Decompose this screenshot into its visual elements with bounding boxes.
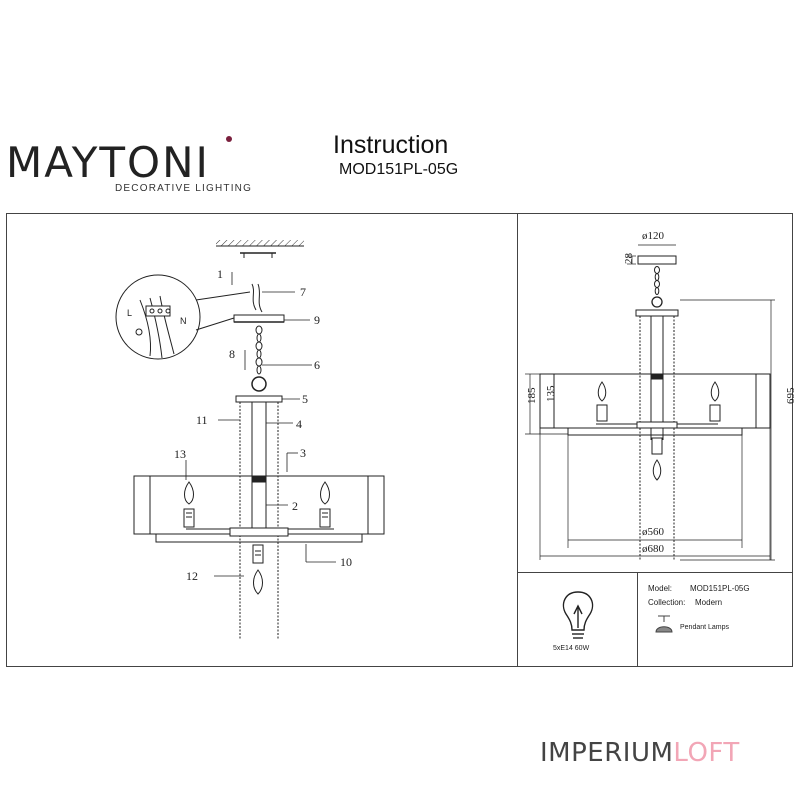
wire-path — [251, 283, 263, 313]
wiring-label-live: L — [127, 308, 132, 318]
shade-outer — [133, 475, 385, 535]
bulb-spec: 5xE14 60W — [553, 645, 590, 652]
dim-chain — [654, 266, 660, 295]
callout-13: 13 — [174, 447, 186, 461]
info-divider-vertical — [637, 572, 638, 667]
ceiling-hatch — [216, 240, 304, 246]
watermark: IMPERIUMLOFT — [540, 738, 740, 768]
frame-divider-vertical — [517, 213, 518, 667]
brand-wordmark: MAYTONI — [6, 138, 210, 187]
detail-leader-top — [195, 291, 251, 301]
dim-inner-diameter: ø560 — [642, 526, 665, 538]
canopy — [233, 314, 285, 323]
dim-total-height: 695 — [785, 387, 797, 404]
callout-leaders — [185, 272, 336, 577]
detail-wires — [139, 295, 175, 359]
bulb-right — [319, 481, 331, 528]
frame-divider-horizontal — [517, 572, 793, 573]
assembly-drawing — [115, 240, 385, 640]
drawing-frame — [6, 213, 793, 667]
callout-4: 4 — [296, 417, 302, 431]
center-coupler — [252, 475, 266, 483]
wiring-detail-circle — [115, 274, 201, 360]
bulb-bottom — [252, 544, 264, 595]
dimension-lines — [525, 244, 775, 561]
info-collection-value: Modern — [695, 598, 723, 607]
pendant-lamp-icon — [655, 615, 673, 633]
callout-2: 2 — [292, 499, 298, 513]
info-model-label: Model: — [648, 584, 673, 593]
lightbulb-icon — [562, 591, 594, 639]
brand-accent-dot — [226, 136, 232, 142]
arm-hub — [229, 527, 289, 537]
callout-10: 10 — [340, 555, 352, 569]
callout-3: 3 — [300, 446, 306, 460]
dim-shade-height: 185 — [526, 387, 538, 404]
callout-12: 12 — [186, 569, 198, 583]
bulb-left — [183, 481, 195, 528]
info-model-value: MOD151PL-05G — [690, 584, 750, 593]
dim-canopy — [637, 255, 677, 265]
detail-leader-bottom — [195, 317, 235, 331]
callout-5: 5 — [302, 392, 308, 406]
callout-1: 1 — [217, 267, 223, 281]
info-collection-label: Collection: — [648, 598, 686, 607]
callout-8: 8 — [229, 347, 235, 361]
hanging-ring — [251, 376, 267, 392]
callout-11: 11 — [196, 413, 208, 427]
ground-icon — [135, 328, 143, 336]
dimension-drawing — [525, 244, 775, 561]
top-plate — [235, 395, 283, 403]
chain — [255, 325, 263, 375]
dim-canopy-height: 28 — [623, 253, 635, 265]
brand-tagline: DECORATIVE LIGHTING — [115, 183, 253, 194]
model-code: MOD151PL-05G — [339, 161, 459, 178]
callout-9: 9 — [314, 313, 320, 327]
wiring-label-neutral: N — [180, 316, 187, 326]
callout-7: 7 — [300, 285, 306, 299]
callout-numbers: 1 2 3 4 5 6 7 8 9 10 11 12 13 — [174, 267, 352, 583]
info-type-value: Pendant Lamps — [680, 624, 730, 631]
wiring-labels: L N — [127, 308, 187, 326]
callout-6: 6 — [314, 358, 320, 372]
dim-shade — [539, 373, 771, 429]
dim-canopy-diameter: ø120 — [642, 230, 665, 242]
dim-outer-diameter: ø680 — [642, 543, 665, 555]
dimension-labels: ø120 28 185 135 695 ø560 ø680 — [526, 230, 797, 555]
dim-inner-height: 135 — [545, 385, 557, 402]
page-title: Instruction — [333, 131, 449, 159]
